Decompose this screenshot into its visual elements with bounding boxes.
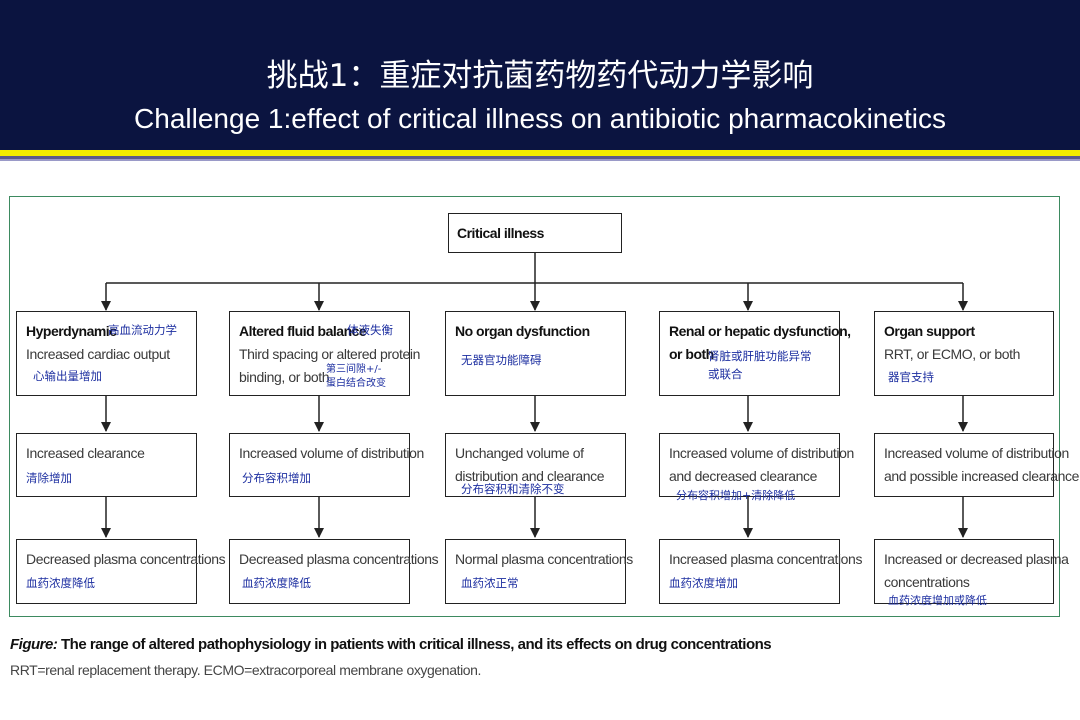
col1-title: Hyperdynamic — [26, 323, 117, 339]
col2-desc-cn-line2: 蛋白结合改变 — [326, 378, 386, 389]
col5-bottom-line1: Increased or decreased plasma — [884, 551, 1069, 567]
col1-mid-cn: 清除增加 — [26, 471, 72, 485]
accent-stripe-purple — [0, 156, 1080, 159]
col4-title-cn-line1: 肾脏或肝脏功能异常 — [708, 349, 812, 363]
col3-mid-cn: 分布容积和清除不变 — [461, 482, 565, 496]
figure-abbreviations: RRT=renal replacement therapy. ECMO=extr… — [10, 662, 482, 678]
col3-bottom-label: Normal plasma concentrations — [455, 551, 633, 567]
col2-top-box: Altered fluid balance 体液失衡 Third spacing… — [229, 311, 420, 396]
col3-mid-line1: Unchanged volume of — [455, 445, 584, 461]
col5-bottom-line2: concentrations — [884, 574, 970, 590]
figure-frame — [9, 196, 1060, 617]
title-banner: 挑战1：重症对抗菌药物药代动力学影响 Challenge 1:effect of… — [0, 0, 1080, 150]
col2-desc-line2: binding, or both — [239, 369, 330, 385]
col5-mid-line1: Increased volume of distribution — [884, 445, 1069, 461]
col4-bottom-label: Increased plasma concentrations — [669, 551, 863, 567]
col3-bottom-box: Normal plasma concentrations 血药浓正常 — [445, 539, 633, 604]
col2-title: Altered fluid balance — [239, 323, 367, 339]
col3-mid-box: Unchanged volume of distribution and cle… — [445, 433, 626, 497]
col1-bottom-box: Decreased plasma concentrations 血药浓度降低 — [16, 539, 226, 604]
figure-caption-lead: Figure: — [10, 636, 58, 653]
col1-bottom-cn: 血药浓度降低 — [26, 576, 95, 590]
col2-desc-cn-line1: 第三间隙+/- — [326, 364, 382, 375]
col1-title-cn: 高血流动力学 — [108, 323, 177, 337]
root-box: Critical illness — [448, 213, 622, 253]
col5-title: Organ support — [884, 323, 975, 339]
col4-mid-line2: and decreased clearance — [669, 468, 818, 484]
col3-top-box: No organ dysfunction 无器官功能障碍 — [445, 311, 626, 396]
figure-caption: Figure: The range of altered pathophysio… — [10, 636, 772, 653]
root-label: Critical illness — [457, 225, 544, 241]
slide-title-english: Challenge 1:effect of critical illness o… — [134, 103, 946, 134]
col3-mid-line2: distribution and clearance — [455, 468, 605, 484]
col4-mid-line1: Increased volume of distribution — [669, 445, 854, 461]
col3-title: No organ dysfunction — [455, 323, 590, 339]
col4-title-cn-line2: 或联合 — [708, 367, 743, 381]
col2-bottom-box: Decreased plasma concentrations 血药浓度降低 — [229, 539, 439, 604]
col1-bottom-label: Decreased plasma concentrations — [26, 551, 226, 567]
col5-desc-cn: 器官支持 — [888, 370, 934, 384]
col4-top-box: Renal or hepatic dysfunction, or both 肾脏… — [659, 311, 851, 396]
col4-bottom-box: Increased plasma concentrations 血药浓度增加 — [659, 539, 862, 604]
col1-top-box: Hyperdynamic 高血流动力学 Increased cardiac ou… — [16, 311, 197, 396]
accent-stripe-yellow — [0, 150, 1080, 156]
col1-desc: Increased cardiac output — [26, 346, 170, 362]
accent-stripe-lavender — [0, 159, 1080, 161]
col4-mid-box: Increased volume of distribution and dec… — [659, 433, 854, 502]
col3-title-cn: 无器官功能障碍 — [461, 353, 542, 367]
col2-desc-line1: Third spacing or altered protein — [239, 346, 420, 362]
col5-mid-box: Increased volume of distribution and pos… — [874, 433, 1079, 497]
col5-top-box: Organ support RRT, or ECMO, or both 器官支持 — [874, 311, 1054, 396]
col2-bottom-cn: 血药浓度降低 — [242, 576, 311, 590]
col5-desc: RRT, or ECMO, or both — [884, 346, 1021, 362]
col4-bottom-cn: 血药浓度增加 — [669, 576, 738, 590]
slide-title-chinese: 挑战1：重症对抗菌药物药代动力学影响 — [266, 58, 814, 94]
col1-mid-label: Increased clearance — [26, 445, 145, 461]
col2-mid-box: Increased volume of distribution 分布容积增加 — [229, 433, 424, 497]
col1-mid-box: Increased clearance 清除增加 — [16, 433, 197, 497]
col5-mid-line2: and possible increased clearance — [884, 468, 1079, 484]
col4-title-line1: Renal or hepatic dysfunction, — [669, 323, 851, 339]
col5-bottom-box: Increased or decreased plasma concentrat… — [874, 539, 1069, 607]
col5-bottom-cn: 血药浓度增加或降低 — [888, 594, 987, 607]
figure-caption-text: The range of altered pathophysiology in … — [57, 636, 772, 653]
col2-mid-label: Increased volume of distribution — [239, 445, 424, 461]
col2-mid-cn: 分布容积增加 — [242, 471, 311, 485]
col4-title-line2: or both — [669, 346, 714, 362]
col4-mid-cn: 分布容积增加+清除降低 — [676, 489, 796, 502]
col2-title-cn: 体液失衡 — [347, 323, 393, 337]
col2-bottom-label: Decreased plasma concentrations — [239, 551, 439, 567]
col3-bottom-cn: 血药浓正常 — [461, 576, 519, 590]
col1-desc-cn: 心输出量增加 — [33, 369, 102, 383]
